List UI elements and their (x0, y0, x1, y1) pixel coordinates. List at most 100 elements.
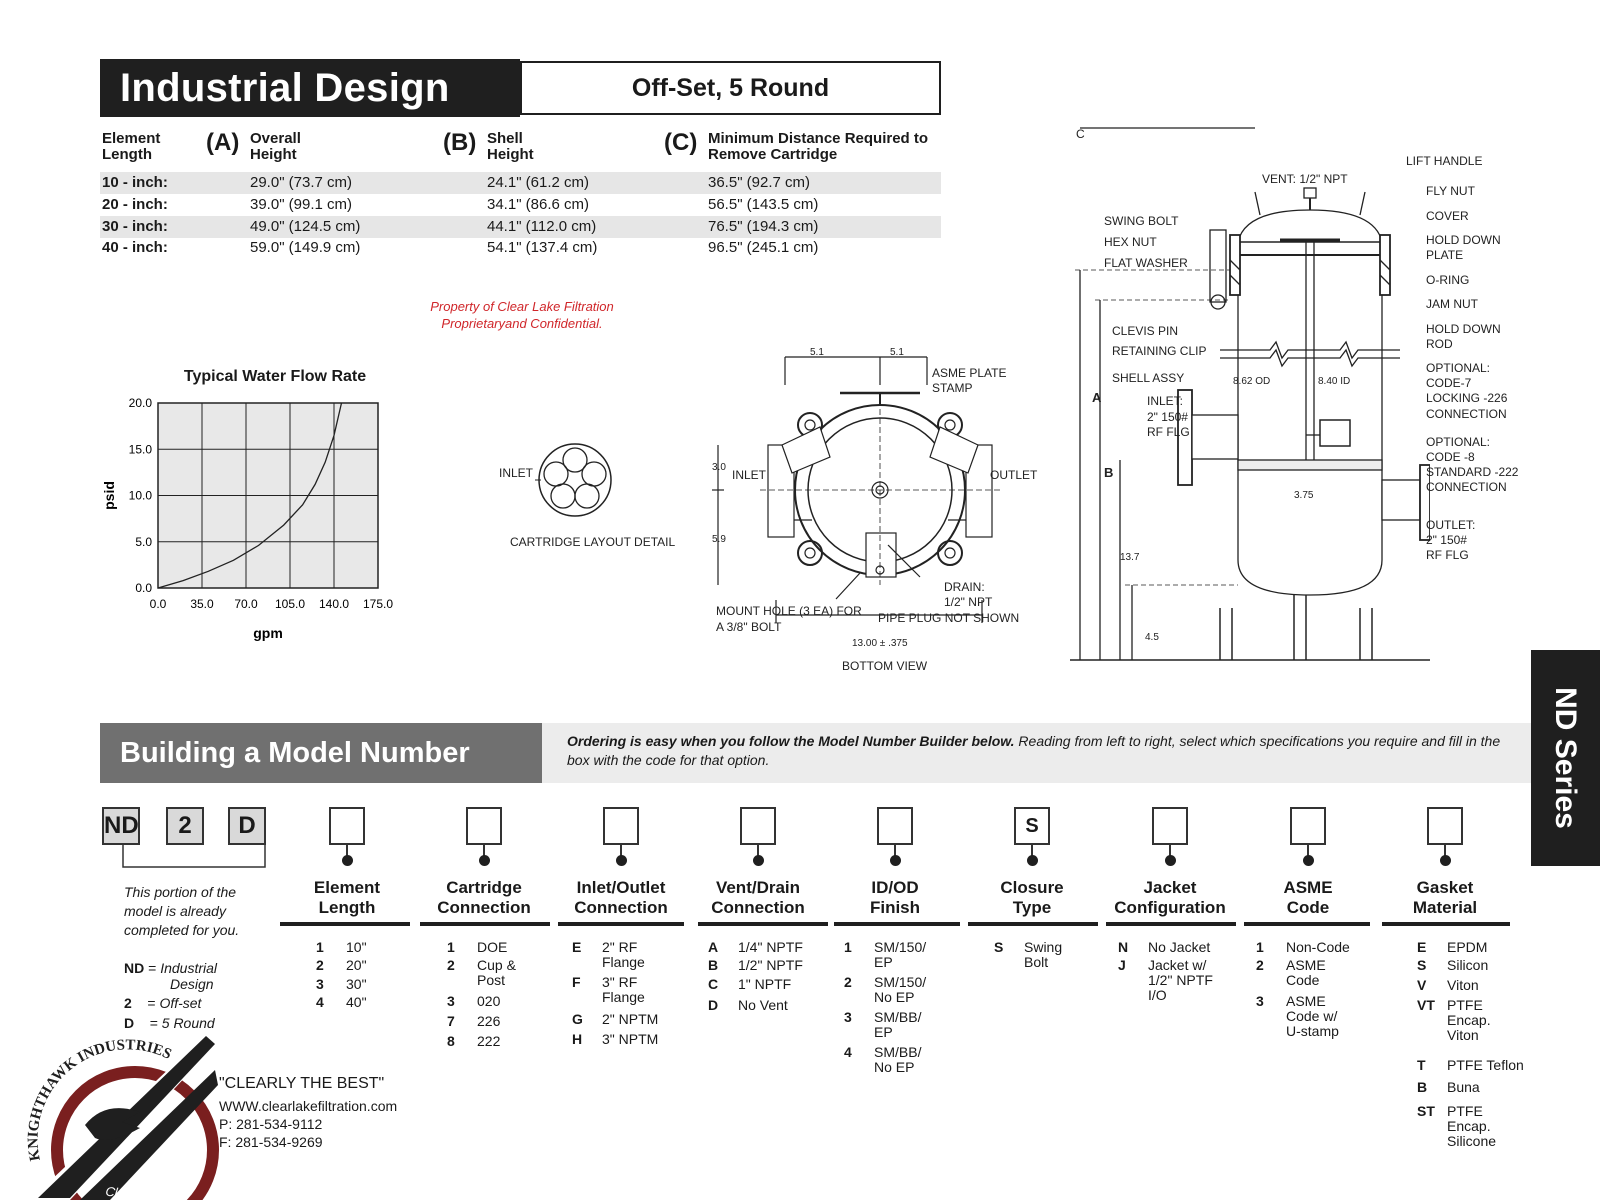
bv-width-dim: 13.00 ± .375 (852, 638, 908, 649)
option-code: 2 (1256, 957, 1264, 973)
cartridge-inlet-label: INLET (499, 466, 534, 480)
sv-code8-2: CODE -8 (1426, 450, 1475, 464)
model-code-box-6[interactable]: S (1014, 807, 1050, 845)
sv-outlet-1: OUTLET: (1426, 518, 1476, 532)
option-code: J (1118, 957, 1126, 973)
tagline: "CLEARLY THE BEST" (219, 1075, 385, 1092)
column-heading-line: Vent/Drain (715, 878, 801, 897)
connector-dot (1440, 855, 1451, 866)
sv-code7-3: LOCKING -226 (1426, 391, 1508, 405)
table-row: 30 - inch:49.0" (124.5 cm)44.1" (112.0 c… (100, 216, 941, 238)
option-label: No EP (874, 1059, 915, 1075)
bv-dim-30: 3.0 (712, 462, 726, 473)
model-code-box-3[interactable] (603, 807, 639, 845)
option-code: N (1118, 939, 1129, 955)
intro-bold: Ordering is easy when you follow the Mod… (567, 733, 1015, 749)
bv-mount-bolt: A 3/8" BOLT (716, 620, 782, 634)
bv-caption: BOTTOM VIEW (842, 659, 928, 673)
model-code-box-5[interactable] (877, 807, 913, 845)
notice-line-1: Property of Clear Lake Filtration (430, 299, 614, 314)
model-code-box-4[interactable] (740, 807, 776, 845)
sv-od: 8.62 OD (1233, 376, 1271, 387)
sv-code8-3: STANDARD -222 (1426, 465, 1519, 479)
option-code: 3 (447, 993, 455, 1009)
sv-inlet-1: INLET: (1147, 394, 1184, 408)
option-label: Jacket w/ (1148, 957, 1207, 973)
column-rule (420, 922, 550, 926)
column-heading-line: Closure (1000, 878, 1064, 897)
model-code-box-2[interactable] (466, 807, 502, 845)
table-row: 40 - inch:59.0" (149.9 cm)54.1" (137.4 c… (102, 239, 819, 256)
option-code: 3 (1256, 993, 1264, 1009)
sv-dim-45: 4.5 (1145, 632, 1159, 643)
col-element-length: Element Length (102, 130, 161, 163)
prefilled-box-d: D (228, 807, 266, 845)
column-rule (834, 922, 960, 926)
col-overall-height: Overall Height (250, 130, 301, 163)
knighthawk-logo: KNIGHTHAWK INDUSTRIES Clear Lake Filtrat… (25, 1030, 220, 1200)
table-row: 10 - inch:29.0" (73.7 cm)24.1" (61.2 cm)… (100, 172, 941, 194)
option-code: 2 (447, 957, 455, 973)
connector-dot (1165, 855, 1176, 866)
option-label: Silicone (1447, 1133, 1497, 1149)
column-rule (1106, 922, 1236, 926)
series-tab-label: ND Series (1549, 687, 1582, 829)
cartridge-layout-drawing (535, 443, 612, 517)
bv-drain: DRAIN: (944, 580, 985, 594)
website-link[interactable]: WWW.clearlakefiltration.com (219, 1098, 398, 1114)
option-code: S (994, 939, 1004, 955)
column-rule (968, 922, 1098, 926)
prefilled-bracket (122, 845, 266, 868)
option-label: 222 (477, 1033, 501, 1049)
option-label: PTFE (1447, 1103, 1483, 1119)
x-axis-label: gpm (253, 625, 283, 641)
model-code-box-9[interactable] (1427, 807, 1463, 845)
bv-dim-59: 5.9 (712, 534, 726, 545)
column-rule (280, 922, 410, 926)
column-heading-line: Code (1286, 898, 1330, 917)
option-label: 30" (346, 976, 367, 992)
sv-dim-a: A (1092, 390, 1102, 405)
model-code-box-1[interactable] (329, 807, 365, 845)
fax-number: F: 281-534-9269 (219, 1134, 323, 1150)
sv-code7-4: CONNECTION (1426, 407, 1507, 421)
option-label: Non-Code (1286, 939, 1350, 955)
option-code: S (1417, 957, 1427, 973)
option-label: Code (1286, 972, 1320, 988)
prefilled-box-2: 2 (166, 807, 204, 845)
option-label: SM/BB/ (874, 1009, 922, 1025)
connector-line (1444, 845, 1446, 859)
option-code: 1 (316, 939, 324, 955)
model-code-box-8[interactable] (1290, 807, 1326, 845)
column-heading-line: ASME (1283, 878, 1333, 897)
option-code: 1 (447, 939, 455, 955)
sv-code7-1: OPTIONAL: (1426, 361, 1491, 375)
x-tick-label: 0.0 (150, 597, 167, 611)
option-code: 2 (316, 957, 324, 973)
model-code-box-7[interactable] (1152, 807, 1188, 845)
option-label: Bolt (1024, 954, 1049, 970)
option-label: SM/150/ (874, 939, 927, 955)
sv-vent: VENT: 1/2" NPT (1262, 172, 1348, 186)
option-label: I/O (1148, 987, 1167, 1003)
sv-shell-assy: SHELL ASSY (1112, 371, 1185, 385)
option-code: VT (1417, 997, 1435, 1013)
phone-number: P: 281-534-9112 (219, 1116, 323, 1132)
bv-asme-stamp: STAMP (932, 381, 973, 395)
portion-note: This portion of the model is already com… (124, 884, 240, 938)
option-label: PTFE Teflon (1447, 1057, 1524, 1073)
option-label: 1/2" NPTF (738, 957, 803, 973)
option-label: SM/BB/ (874, 1044, 922, 1060)
legend-nd-2: Design (170, 976, 214, 992)
bv-drain-size: 1/2" NPT (944, 595, 993, 609)
sv-hex-nut: HEX NUT (1104, 235, 1157, 249)
y-tick-label: 10.0 (129, 489, 153, 503)
sv-dim-137: 13.7 (1120, 552, 1140, 563)
option-label: 226 (477, 1013, 501, 1029)
column-heading-line: Connection (711, 898, 805, 917)
y-tick-label: 20.0 (129, 396, 153, 410)
option-code: 4 (844, 1044, 852, 1060)
sv-inlet-2: 2" 150# (1147, 410, 1188, 424)
